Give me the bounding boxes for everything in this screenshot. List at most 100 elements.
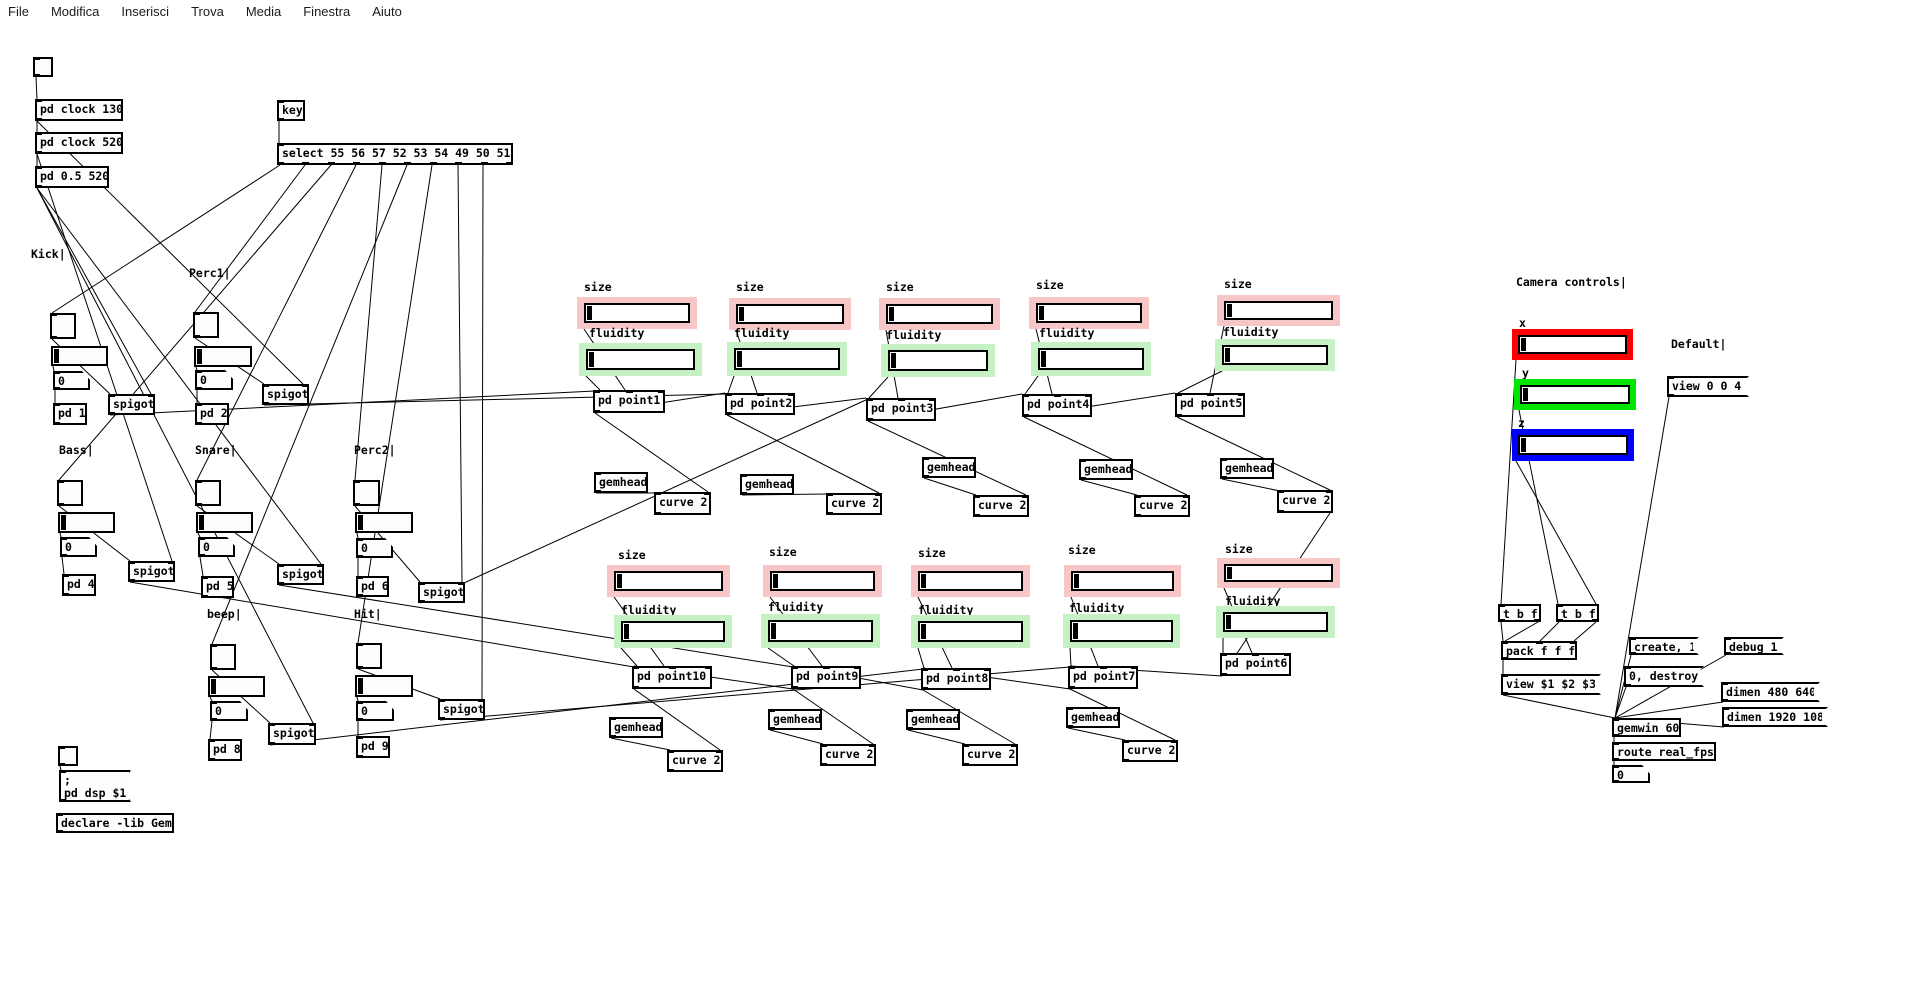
obj-pd-0-5-520[interactable]: pd 0.5 520 bbox=[35, 166, 109, 188]
fluidity-slider-point2[interactable] bbox=[727, 342, 847, 376]
slider-handle[interactable] bbox=[1225, 348, 1230, 362]
fluidity-slider-point9[interactable] bbox=[761, 614, 880, 648]
fluidity-slider-point6[interactable] bbox=[1216, 606, 1335, 638]
slider-handle[interactable] bbox=[1039, 306, 1044, 320]
obj-pd-9[interactable]: pd 9 bbox=[356, 736, 390, 758]
slider-handle[interactable] bbox=[1521, 438, 1526, 452]
bang-beep[interactable] bbox=[210, 644, 236, 670]
slider-bass[interactable] bbox=[58, 512, 115, 533]
obj-pd-point9[interactable]: pd point9 bbox=[791, 666, 861, 689]
spigot-hit[interactable]: spigot bbox=[438, 699, 485, 720]
slider-handle[interactable] bbox=[1041, 351, 1046, 367]
obj-pd-point2[interactable]: pd point2 bbox=[725, 393, 795, 415]
obj-pd-point4[interactable]: pd point4 bbox=[1022, 394, 1092, 417]
obj-pd-point10[interactable]: pd point10 bbox=[632, 666, 712, 689]
spigot-snare[interactable]: spigot bbox=[277, 564, 324, 585]
spigot-perc1[interactable]: spigot bbox=[262, 384, 309, 405]
camera-z-slider[interactable] bbox=[1512, 429, 1634, 461]
slider-handle[interactable] bbox=[737, 351, 742, 367]
slider-handle[interactable] bbox=[1073, 623, 1078, 639]
size-slider-point8[interactable] bbox=[911, 565, 1030, 597]
slider-handle[interactable] bbox=[1227, 304, 1232, 317]
obj-curve-2[interactable]: curve 2 bbox=[1277, 490, 1333, 513]
slider-handle[interactable] bbox=[1074, 574, 1079, 588]
obj-gemhead[interactable]: gemhead bbox=[768, 709, 822, 730]
spigot-bass[interactable]: spigot bbox=[128, 561, 175, 582]
obj-select-55-56-57-52-53-54-49-50-51[interactable]: select 55 56 57 52 53 54 49 50 51 bbox=[277, 143, 513, 165]
fluidity-slider-point3[interactable] bbox=[881, 344, 995, 377]
size-slider-point10[interactable] bbox=[607, 565, 730, 597]
obj-pd-5[interactable]: pd 5 bbox=[201, 576, 234, 598]
fluidity-slider-point1[interactable] bbox=[579, 343, 702, 376]
msg-dimen-480-640[interactable]: dimen 480 640 bbox=[1721, 682, 1820, 702]
obj-pd-point8[interactable]: pd point8 bbox=[921, 668, 991, 690]
obj-gemwin-60[interactable]: gemwin 60 bbox=[1612, 718, 1681, 737]
obj-pd-4[interactable]: pd 4 bbox=[62, 574, 96, 596]
obj-gemhead[interactable]: gemhead bbox=[740, 474, 794, 495]
obj-gemhead[interactable]: gemhead bbox=[906, 709, 960, 730]
obj-gemhead[interactable]: gemhead bbox=[1066, 707, 1120, 728]
size-slider-point1[interactable] bbox=[577, 297, 697, 329]
obj-gemhead[interactable]: gemhead bbox=[1079, 459, 1133, 480]
menu-item-aiuto[interactable]: Aiuto bbox=[372, 3, 402, 19]
slider-handle[interactable] bbox=[1226, 615, 1231, 629]
msg-view-1-2-3[interactable]: view $1 $2 $3 bbox=[1501, 674, 1601, 695]
obj-gemhead[interactable]: gemhead bbox=[609, 717, 663, 738]
size-slider-point2[interactable] bbox=[729, 298, 851, 330]
slider-handle[interactable] bbox=[587, 306, 592, 320]
obj-pd-8[interactable]: pd 8 bbox=[208, 739, 242, 761]
obj-t-b-f[interactable]: t b f bbox=[1498, 604, 1541, 622]
slider-handle[interactable] bbox=[617, 574, 622, 588]
number-bass[interactable]: 0 bbox=[60, 537, 97, 557]
menu-item-modifica[interactable]: Modifica bbox=[50, 3, 100, 19]
slider-handle[interactable] bbox=[358, 515, 363, 530]
obj-pd-point3[interactable]: pd point3 bbox=[866, 398, 936, 421]
msg-dimen-1920-1080[interactable]: dimen 1920 1080 bbox=[1722, 707, 1828, 727]
number-fps[interactable]: 0 bbox=[1612, 765, 1650, 783]
obj-curve-2[interactable]: curve 2 bbox=[962, 744, 1018, 766]
slider-perc1[interactable] bbox=[194, 346, 252, 367]
obj-curve-2[interactable]: curve 2 bbox=[1122, 740, 1178, 762]
slider-hit[interactable] bbox=[355, 675, 413, 697]
slider-handle[interactable] bbox=[773, 574, 778, 588]
obj-gemhead[interactable]: gemhead bbox=[922, 457, 976, 478]
menu-item-file[interactable]: File bbox=[8, 3, 29, 19]
size-slider-point3[interactable] bbox=[879, 298, 1000, 330]
menu-item-media[interactable]: Media bbox=[245, 3, 282, 19]
camera-x-slider[interactable] bbox=[1512, 329, 1633, 360]
obj-pd-6[interactable]: pd 6 bbox=[356, 576, 389, 597]
number-perc2[interactable]: 0 bbox=[356, 538, 393, 558]
slider-handle[interactable] bbox=[1521, 338, 1526, 351]
slider-handle[interactable] bbox=[889, 307, 894, 321]
bang-kick[interactable] bbox=[50, 313, 76, 339]
camera-y-slider[interactable] bbox=[1514, 379, 1636, 410]
menu-item-finestra[interactable]: Finestra bbox=[303, 3, 351, 19]
spigot-perc2[interactable]: spigot bbox=[418, 582, 465, 603]
slider-handle[interactable] bbox=[211, 679, 216, 694]
spigot-beep[interactable]: spigot bbox=[268, 723, 316, 745]
obj-curve-2[interactable]: curve 2 bbox=[654, 492, 711, 515]
fluidity-slider-point10[interactable] bbox=[614, 615, 732, 648]
obj-curve-2[interactable]: curve 2 bbox=[973, 495, 1029, 517]
obj-pd-point5[interactable]: pd point5 bbox=[1175, 393, 1245, 417]
fluidity-slider-point4[interactable] bbox=[1031, 342, 1151, 376]
size-slider-point5[interactable] bbox=[1217, 295, 1340, 326]
bang-snare[interactable] bbox=[195, 480, 221, 506]
slider-handle[interactable] bbox=[891, 353, 896, 368]
obj-pd-point1[interactable]: pd point1 bbox=[593, 390, 665, 413]
slider-handle[interactable] bbox=[1227, 567, 1232, 579]
toggle-dsp[interactable] bbox=[58, 746, 78, 766]
number-kick[interactable]: 0 bbox=[53, 371, 90, 390]
slider-handle[interactable] bbox=[199, 515, 204, 530]
obj-key[interactable]: key bbox=[277, 100, 305, 121]
bang-perc1[interactable] bbox=[193, 312, 219, 338]
slider-kick[interactable] bbox=[51, 346, 108, 366]
obj-pack-f-f-f[interactable]: pack f f f bbox=[1501, 641, 1577, 660]
slider-handle[interactable] bbox=[358, 678, 363, 694]
slider-handle[interactable] bbox=[1523, 388, 1528, 401]
slider-handle[interactable] bbox=[921, 624, 926, 639]
obj-declare-lib-gem[interactable]: declare -lib Gem bbox=[56, 813, 174, 833]
slider-handle[interactable] bbox=[54, 349, 59, 363]
spigot-kick[interactable]: spigot bbox=[108, 394, 155, 415]
fluidity-slider-point7[interactable] bbox=[1063, 614, 1180, 648]
